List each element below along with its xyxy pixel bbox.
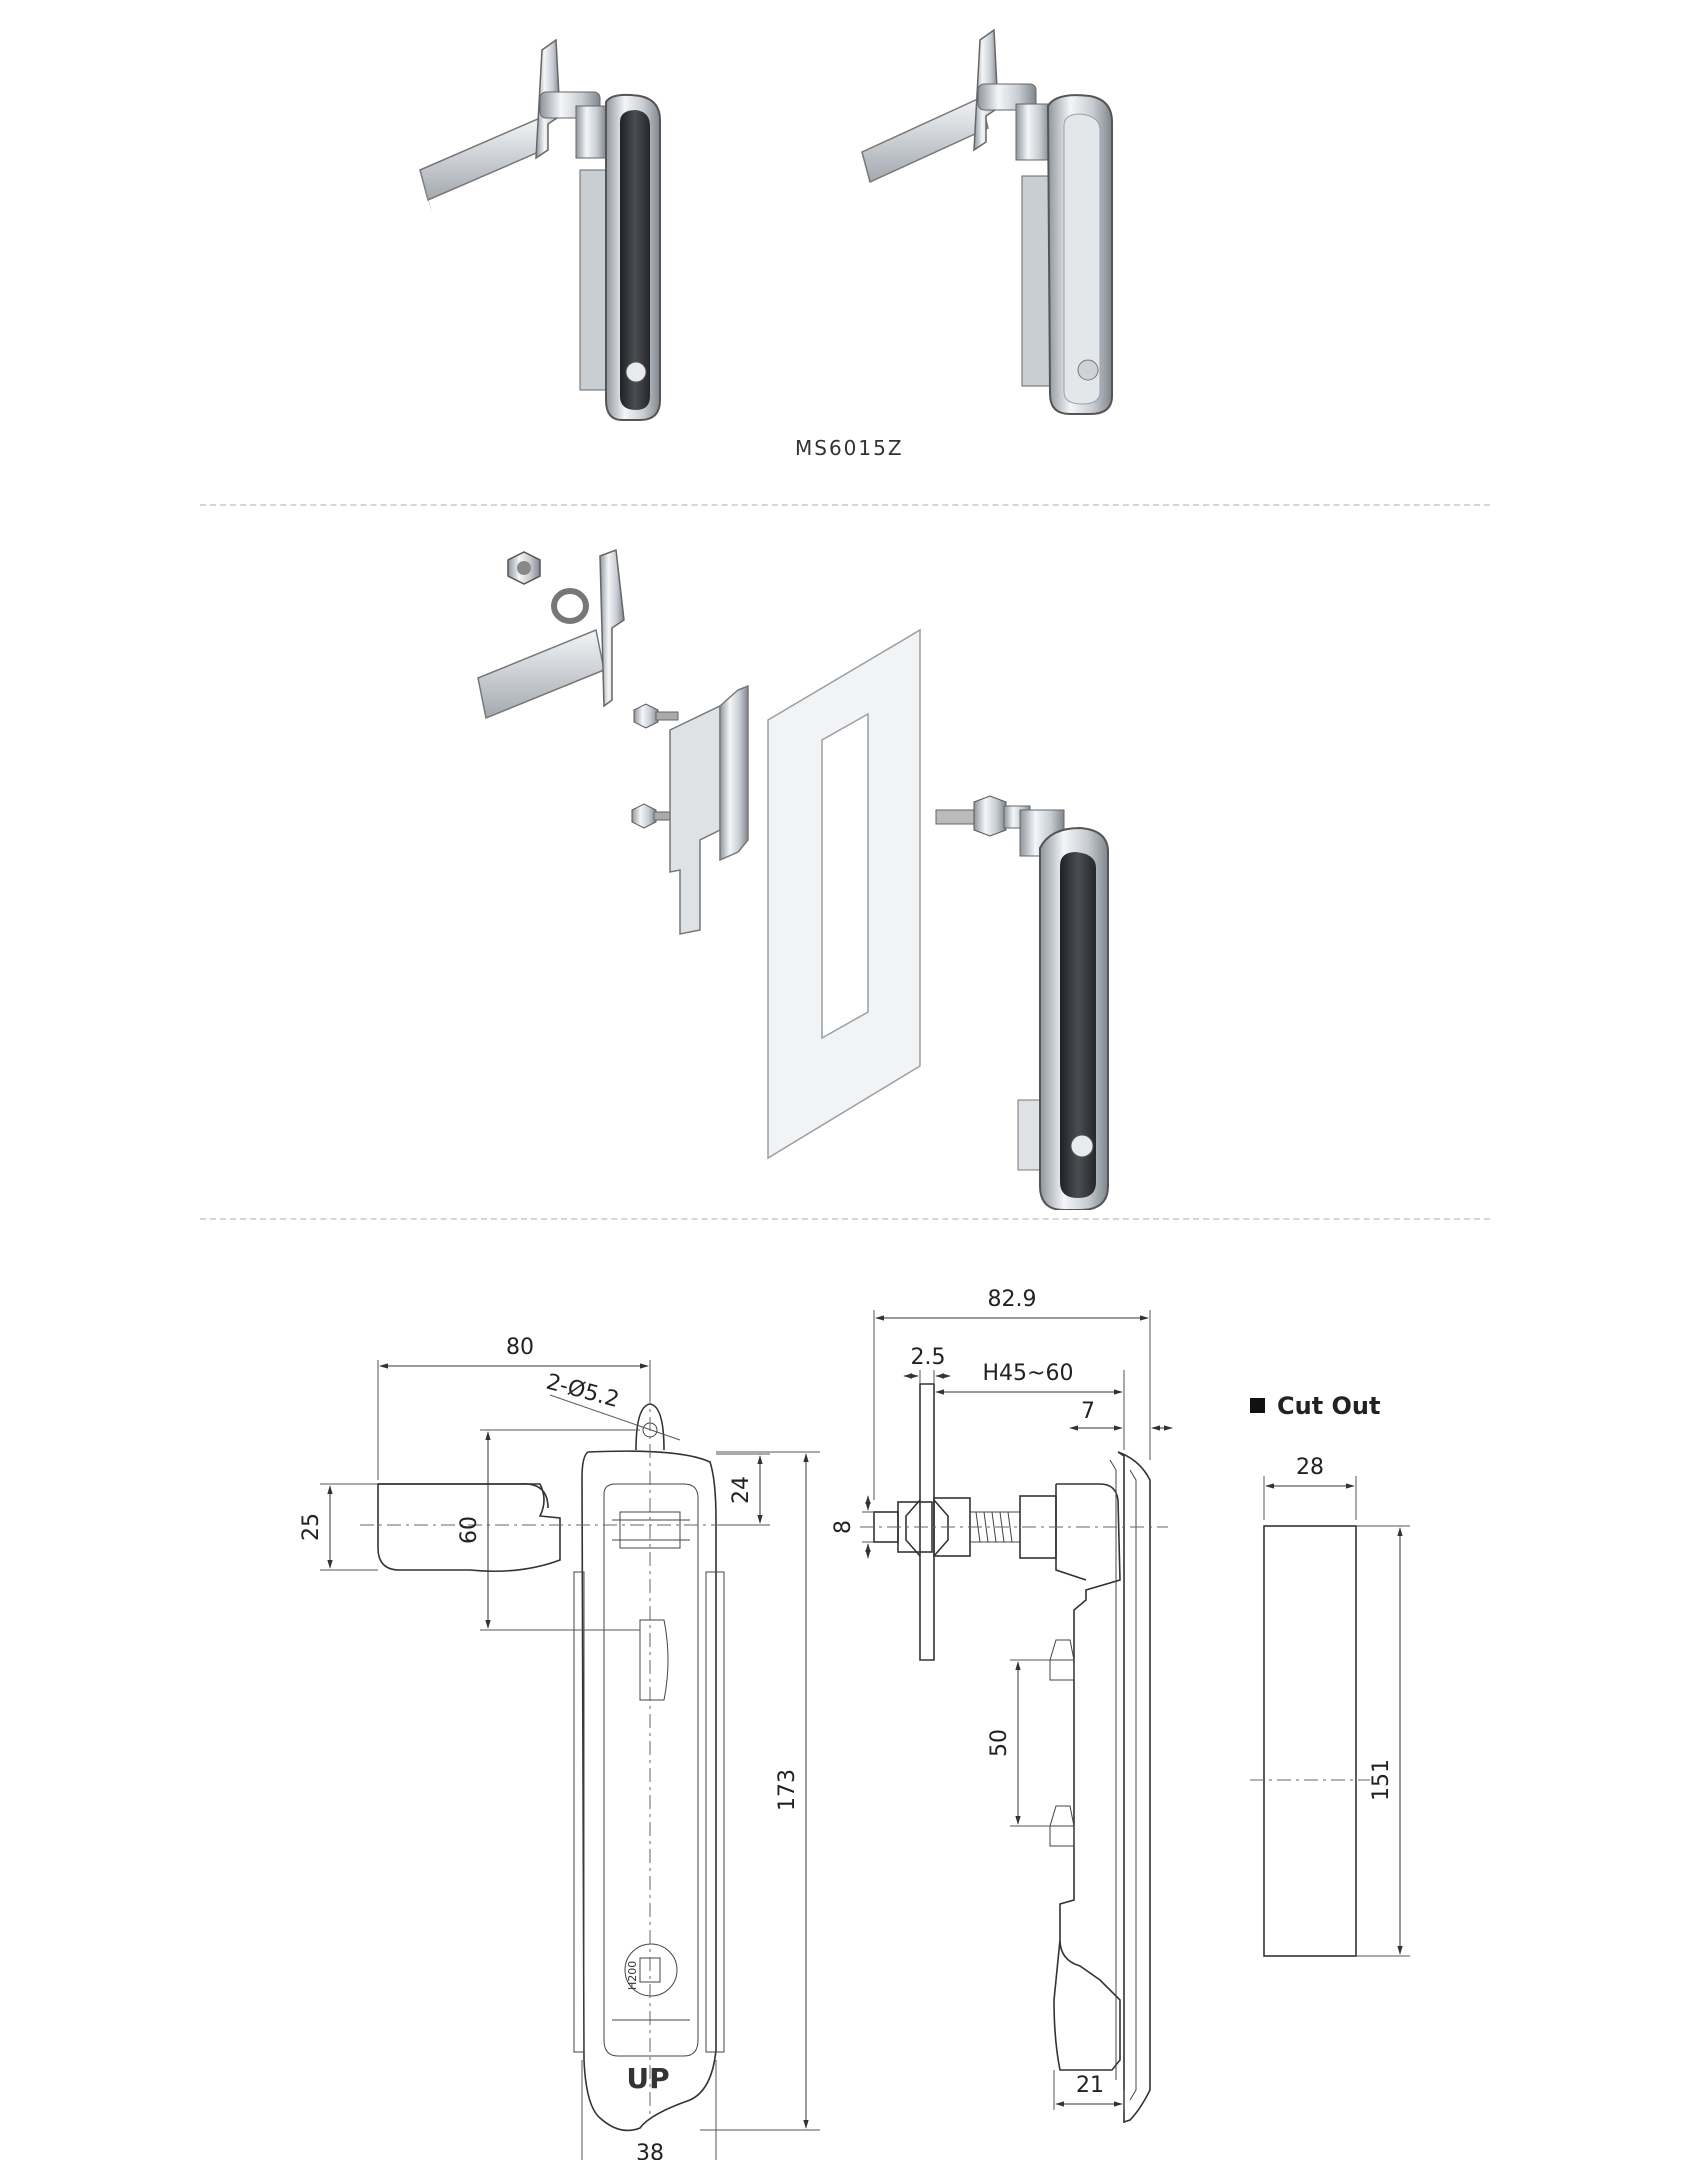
cutout-title: Cut Out [1250, 1392, 1381, 1420]
divider-top [200, 504, 1490, 506]
screw-parts [631, 703, 679, 829]
dim-82-9: 82.9 [988, 1287, 1037, 1312]
model-label: MS6015Z [795, 436, 904, 460]
front-dimensions: 80 2-Ø5.2 25 60 24 173 38 [299, 1335, 820, 2160]
nut-part [507, 551, 541, 585]
divider-bottom [200, 1218, 1490, 1220]
cutout-title-text: Cut Out [1277, 1392, 1381, 1420]
washer-part [551, 588, 589, 624]
side-view [860, 1383, 1168, 2124]
dim-173: 173 [775, 1769, 800, 1811]
cutout-view: 28 151 [1250, 1455, 1410, 1957]
product-photo-black-handle [419, 38, 661, 421]
dim-50: 50 [987, 1729, 1012, 1757]
handle-part [935, 795, 1109, 1210]
cam-part [477, 548, 625, 720]
up-label: UP [626, 2062, 669, 2095]
dim-25: 25 [299, 1513, 324, 1541]
panel-part [767, 628, 921, 1160]
dim-38: 38 [636, 2141, 664, 2160]
dim-cutout-width: 28 [1296, 1455, 1324, 1480]
exploded-view [477, 548, 1109, 1210]
dim-7: 7 [1081, 1399, 1095, 1424]
product-photos [419, 28, 1113, 421]
dim-8: 8 [831, 1520, 856, 1534]
product-photo-chrome-handle [861, 28, 1113, 415]
dim-h45-60: H45~60 [983, 1361, 1074, 1386]
dim-60: 60 [457, 1516, 482, 1544]
square-bullet-icon [1250, 1398, 1265, 1413]
dim-cutout-height: 151 [1369, 1759, 1394, 1801]
lock-label: H200 [626, 1961, 639, 1990]
front-view: H200 UP [360, 1390, 725, 2132]
bracket-part [669, 684, 749, 935]
dim-21: 21 [1076, 2073, 1104, 2098]
dim-80: 80 [506, 1335, 534, 1360]
side-dimensions: 82.9 2.5 H45~60 7 8 50 21 [831, 1287, 1173, 2110]
dim-2-5: 2.5 [911, 1345, 946, 1370]
dim-24: 24 [729, 1476, 754, 1504]
